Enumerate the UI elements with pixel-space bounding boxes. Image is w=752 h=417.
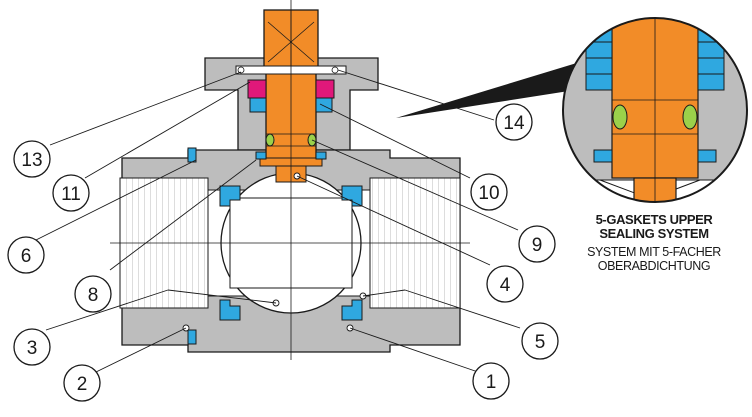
callout-9-label: 9 bbox=[532, 235, 543, 256]
callout-4-label: 4 bbox=[500, 275, 511, 296]
callout-14-label: 14 bbox=[503, 113, 525, 134]
callout-11-label: 11 bbox=[61, 184, 81, 205]
callout-10: 10 bbox=[470, 173, 508, 211]
callout-3: 3 bbox=[13, 328, 51, 366]
center-lines bbox=[110, 0, 470, 360]
caption-line-3: SYSTEM MIT 5-FACHER bbox=[587, 245, 721, 259]
callout-6-label: 6 bbox=[21, 246, 32, 267]
callout-2-label: 2 bbox=[77, 374, 88, 395]
callout-10-label: 10 bbox=[478, 183, 499, 204]
callout-13-label: 13 bbox=[21, 150, 42, 171]
callout-5: 5 bbox=[521, 322, 559, 360]
caption-line-4: OBERABDICHTUNG bbox=[598, 259, 710, 273]
zoom-detail bbox=[562, 17, 748, 203]
callout-2: 2 bbox=[63, 364, 101, 402]
callout-1-label: 1 bbox=[486, 372, 497, 393]
caption-line-1: 5-GASKETS UPPER bbox=[596, 212, 714, 227]
leader-dots bbox=[182, 172, 367, 332]
caption: 5-GASKETS UPPER SEALING SYSTEM SYSTEM MI… bbox=[587, 212, 722, 273]
callout-8: 8 bbox=[74, 275, 112, 313]
callout-8-label: 8 bbox=[88, 285, 99, 306]
callout-14: 14 bbox=[495, 103, 533, 141]
callout-4: 4 bbox=[486, 265, 524, 303]
callout-5-label: 5 bbox=[535, 332, 546, 353]
callout-11: 11 bbox=[52, 174, 90, 212]
callout-3-label: 3 bbox=[27, 338, 38, 359]
seat-rings bbox=[219, 185, 363, 321]
caption-line-2: SEALING SYSTEM bbox=[599, 226, 708, 241]
callout-6: 6 bbox=[7, 236, 45, 274]
callout-9: 9 bbox=[518, 225, 556, 263]
leader-lines bbox=[35, 69, 521, 373]
callout-13: 13 bbox=[13, 140, 51, 178]
callouts: 1 2 3 4 5 6 8 9 bbox=[7, 103, 559, 402]
zoom-pointer bbox=[396, 62, 588, 118]
callout-1: 1 bbox=[472, 362, 510, 400]
